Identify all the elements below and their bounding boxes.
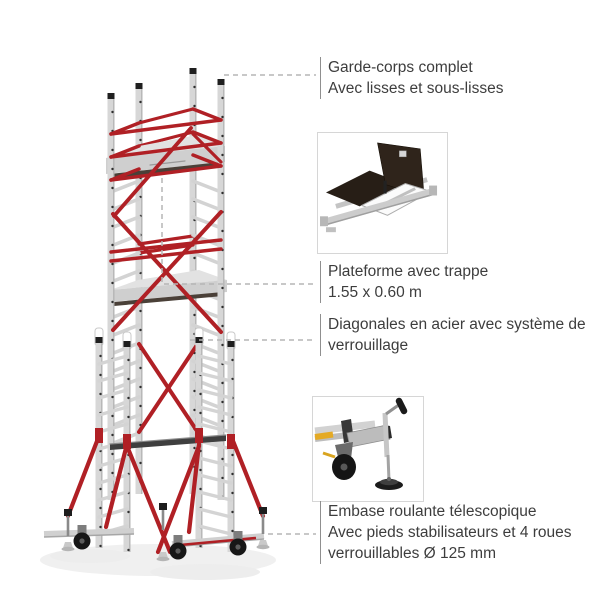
annotation-line: Embase roulante télescopique [328,503,537,520]
annotation-garde-corps: Garde-corps complet Avec lisses et sous-… [320,57,503,99]
platform-trapdoor-drawing [320,142,438,233]
annotation-diagonales: Diagonales en acier avec système de verr… [320,314,586,356]
annotation-line: Avec pieds stabilisateurs et 4 roues [328,524,572,541]
annotation-plateforme: Plateforme avec trappe 1.55 x 0.60 m [320,261,488,303]
platform-with-trapdoor-image [317,132,448,254]
callout-line [161,178,316,285]
annotation-line: Diagonales en acier avec système de [328,316,586,333]
annotation-line: 1.55 x 0.60 m [328,284,422,301]
annotation-line: Avec lisses et sous-lisses [328,80,504,97]
annotation-line: Garde-corps complet [328,59,473,76]
annotation-line: Plateforme avec trappe [328,263,489,280]
telescopic-rolling-base-image [312,396,424,502]
annotation-embase: Embase roulante télescopique Avec pieds … [320,501,572,564]
annotation-line: verrouillables Ø 125 mm [328,545,496,562]
annotation-line: verrouillage [328,337,409,354]
telescopic-base-drawing [314,397,408,490]
